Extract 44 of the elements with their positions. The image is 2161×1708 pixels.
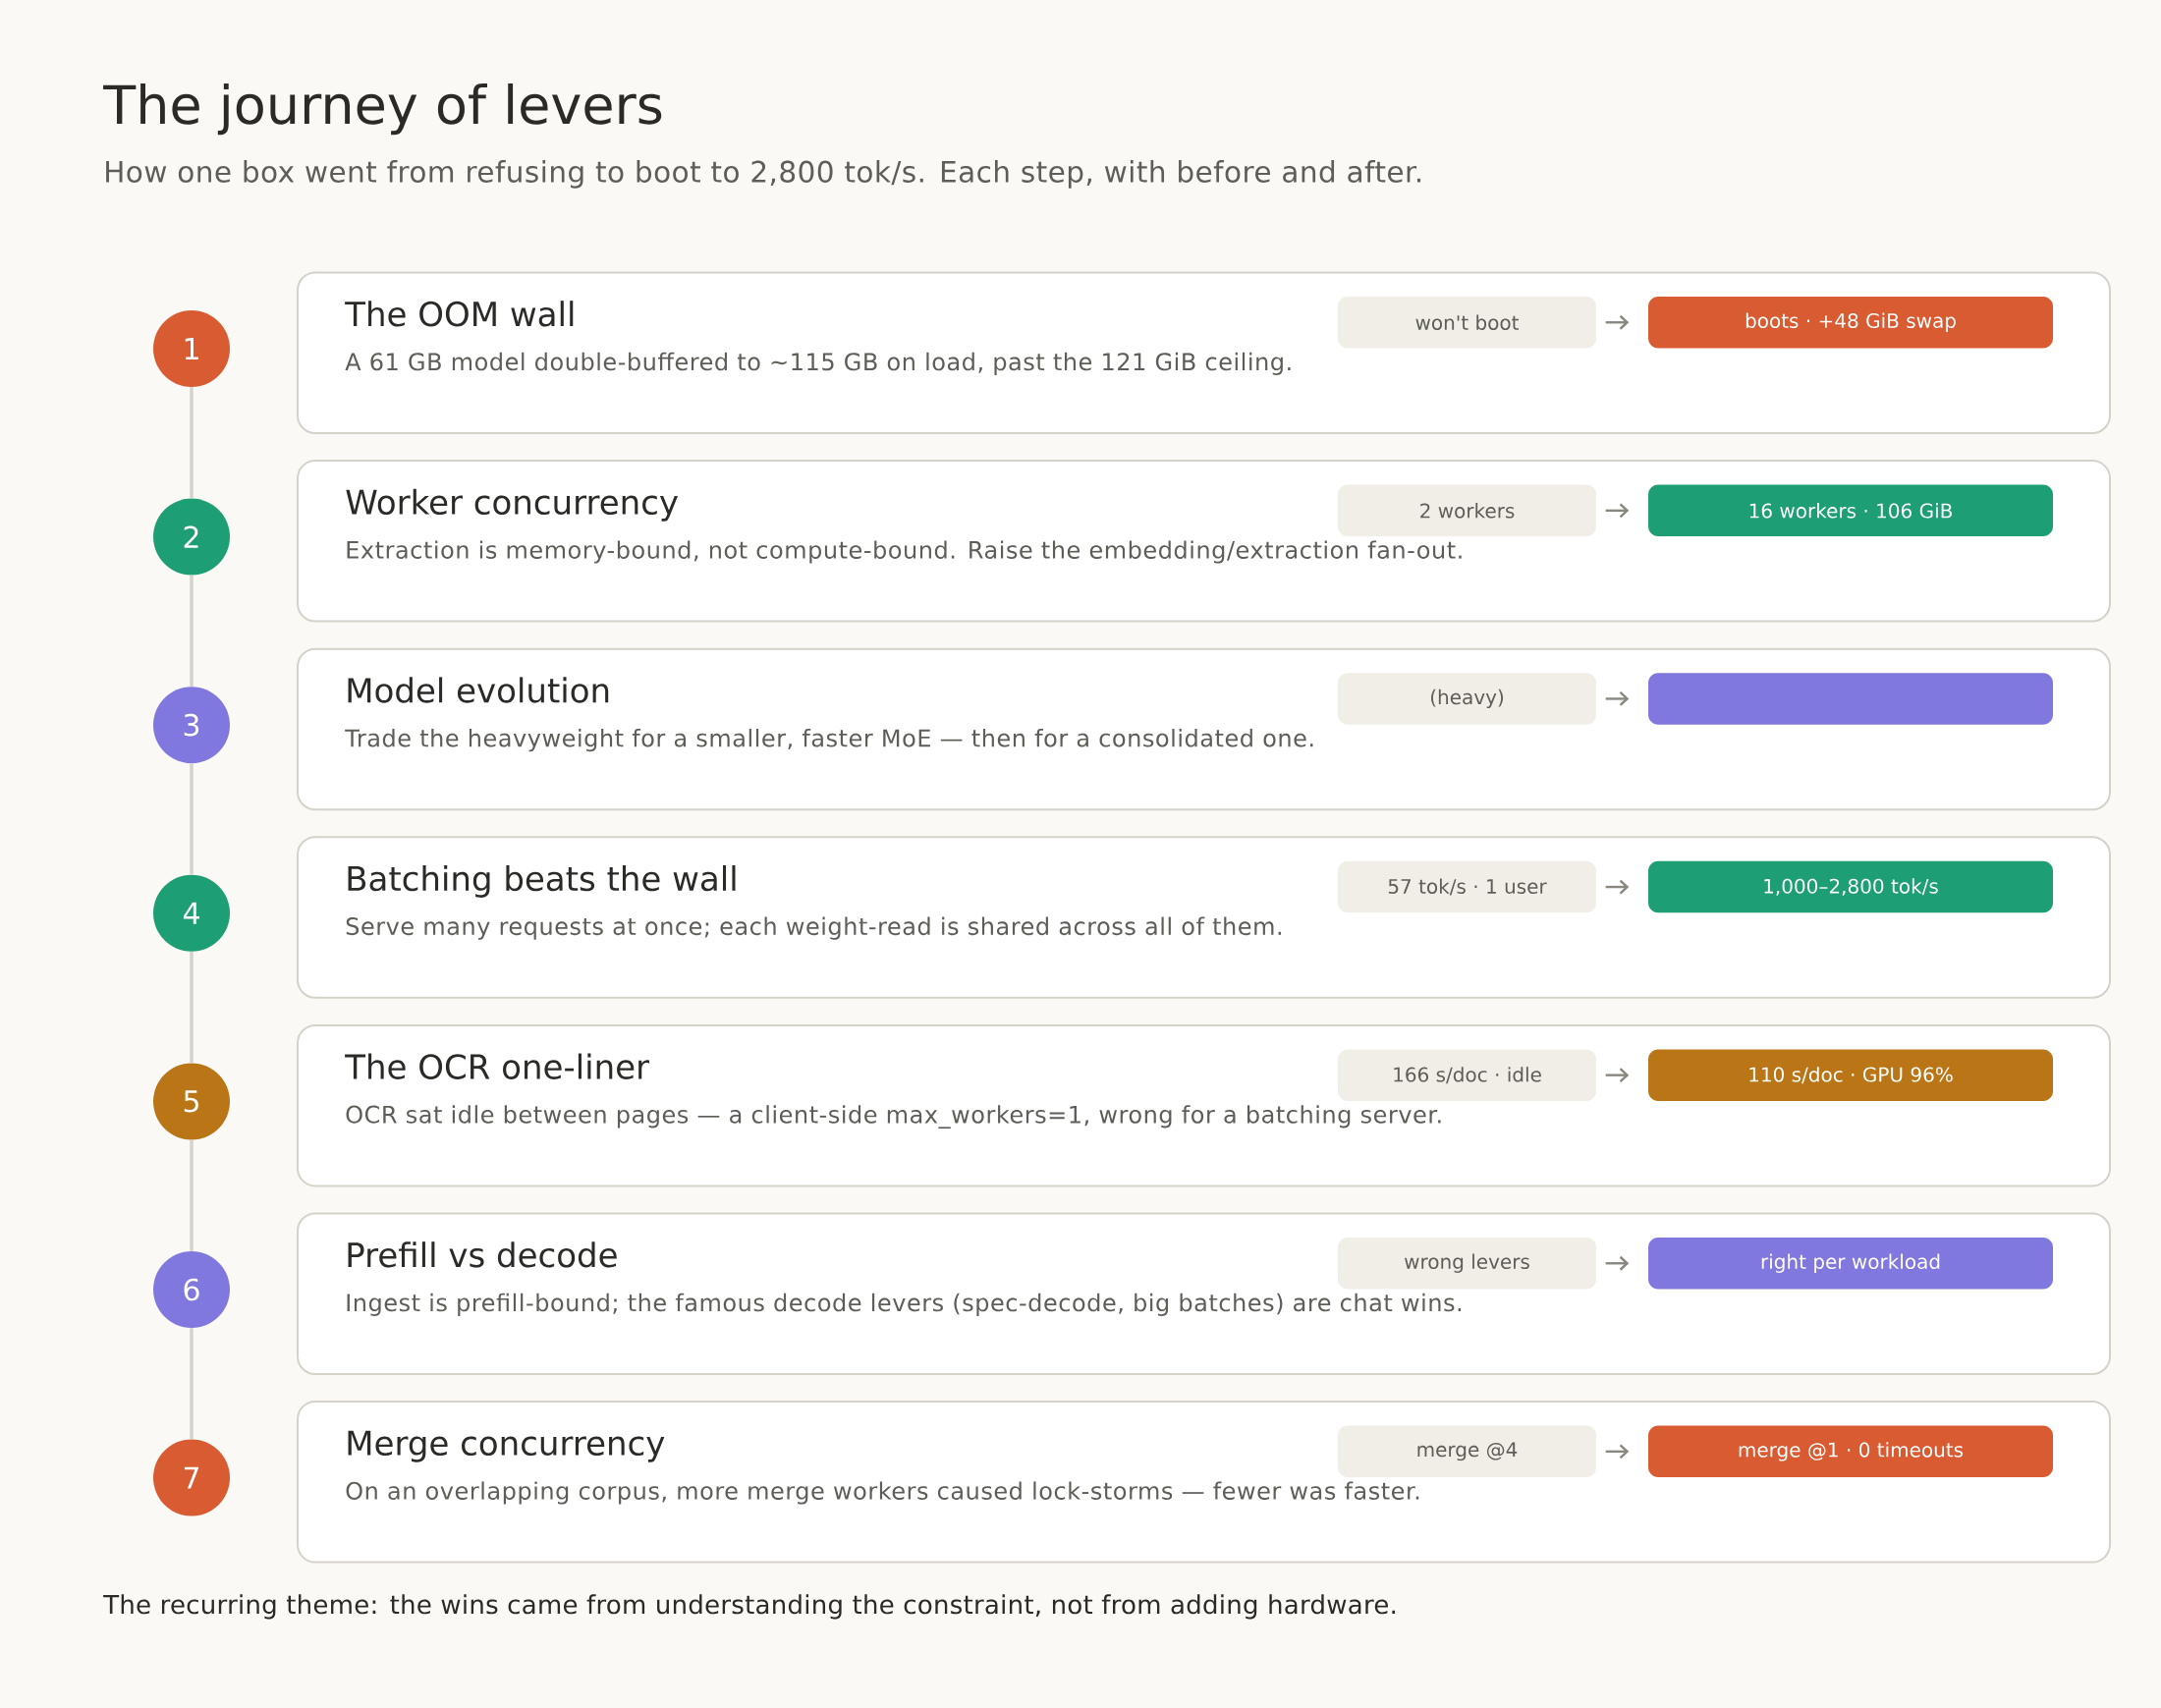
before-pill: won't boot [1338,297,1596,349]
step-title: Merge concurrency [348,1430,665,1462]
step-description: Trade the heavyweight for a smaller, faster MoE — then for a consolidated one. [345,729,1313,752]
after-pill: 16 workers · 106 GiB [1648,484,2053,537]
arrow [1605,1444,1630,1460]
before-pill: 57 tok/s · 1 user [1338,860,1596,913]
after-pill: merge @1 · 0 timeouts [1648,1425,2053,1478]
step-title: The OOM wall [345,301,574,327]
step-title: Batching beats the wall [348,864,736,898]
timeline-line [190,1328,194,1440]
timeline-line [190,952,194,1064]
arrow [1605,1255,1630,1271]
step-title: Worker concurrency [346,488,678,522]
step-description: Serve many requests at once; each weight-read is shared across all of them. [346,916,1281,940]
after-pill: boots · +48 GiB swap [1648,297,2053,349]
step-description: On an overlapping corpus, more merge workers caused lock-storms — fewer was faster. [346,1481,1419,1505]
step-title: Model evolution [348,677,609,703]
step-description: A 61 GB model double-buffered to ~115 GB on load, past the 121 GiB ceiling. [345,352,1291,375]
arrow [1605,879,1630,895]
before-pill: (heavy) [1338,673,1596,725]
after-pill: 1,000–2,800 tok/s [1648,860,2053,913]
step-title: Prefill vs decode [348,1241,617,1268]
timeline-line [190,763,194,875]
after-pill: 110 s/doc · GPU 96% [1648,1049,2053,1101]
arrow [1605,314,1630,330]
title: The journey of levers [103,83,662,136]
before-pill: merge @4 [1338,1425,1596,1478]
after-pill: right per workload [1648,1238,2053,1290]
arrow [1605,691,1630,706]
arrow [1605,503,1630,519]
timeline-line [190,387,194,499]
step-title: The OCR one-liner [345,1053,650,1079]
before-pill: wrong levers [1338,1238,1596,1290]
after-pill [1648,673,2053,725]
before-pill: 166 s/doc · idle [1338,1049,1596,1101]
step-description: OCR sat idle between pages — a client-side max_workers=1, wrong for a batching server. [346,1105,1441,1129]
before-pill: 2 workers [1338,484,1596,537]
footer-note: The recurring theme: the wins came from understanding the constraint, not from adding hardware. [103,1594,1396,1620]
arrow [1605,1068,1630,1083]
step-description: Ingest is prefill-bound; the famous decode levers (spec-decode, big batches) are chat wins. [347,1293,1462,1316]
subtitle: How one box went from refusing to boot to 2,800 tok/s. Each step, with before and after. [106,160,1421,189]
timeline-line [190,1139,194,1251]
timeline-line [190,575,194,687]
step-description: Extraction is memory-bound, not compute-bound. Raise the embedding/extraction fan-out. [347,540,1462,564]
